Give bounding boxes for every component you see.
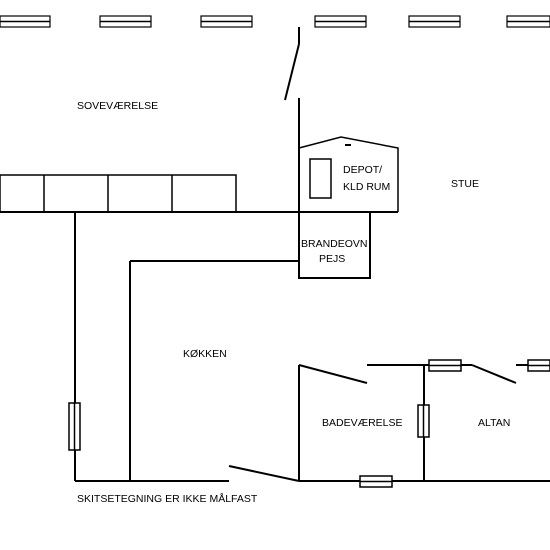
room-label-depot-line2: KLD RUM — [343, 181, 390, 193]
room-label-stove-line1: BRANDEOVN — [301, 238, 368, 250]
door-swing — [471, 364, 517, 384]
sketch-disclaimer-note: SKITSETEGNING ER IKKE MÅLFAST — [77, 492, 258, 505]
kitchen-cabinets — [0, 174, 237, 213]
wood-stove — [298, 212, 371, 279]
room-label-bathroom: BADEVÆRELSE — [322, 417, 403, 429]
room-label-stove-line2: PEJS — [319, 253, 345, 265]
door-swing — [228, 465, 300, 482]
room-label-living: STUE — [451, 178, 479, 190]
bedroom-living-wall — [284, 27, 300, 212]
room-label-kitchen: KØKKEN — [183, 348, 227, 360]
top-windows — [0, 15, 550, 28]
depot-cabinet — [309, 158, 332, 199]
door-swing — [284, 43, 300, 101]
room-label-depot-line1: DEPOT/ — [343, 164, 382, 176]
room-label-balcony: ALTAN — [478, 417, 510, 429]
door-swing — [298, 364, 368, 384]
room-label-bedroom: SOVEVÆRELSE — [77, 100, 158, 112]
depot-room — [298, 136, 399, 212]
corridor-walls — [68, 212, 299, 482]
bath-balcony-walls — [228, 359, 550, 488]
